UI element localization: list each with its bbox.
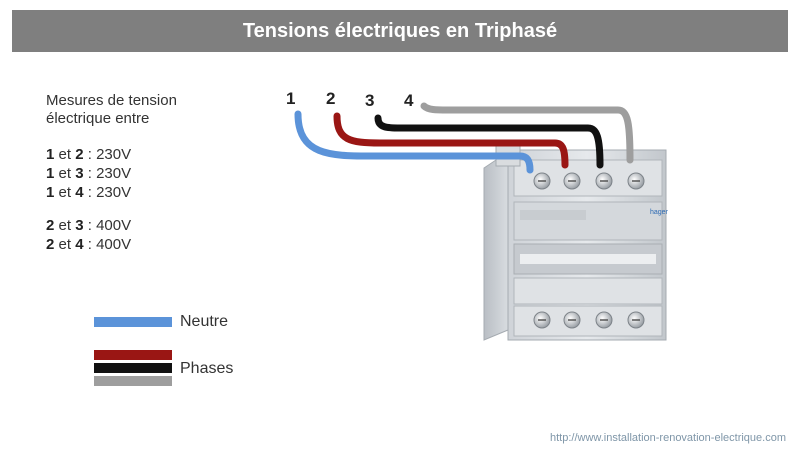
wire-label-3: 3 (365, 91, 374, 110)
measure-row: 2 et 4 : 400V (46, 236, 132, 253)
breaker-body: hager (483, 143, 669, 341)
measures-intro-line1: Mesures de tension (46, 92, 177, 109)
voltage-measures: Mesures de tension électrique entre 1 et… (46, 92, 266, 255)
measure-row: 2 et 3 : 400V (46, 217, 132, 234)
wire-label-4: 4 (404, 91, 414, 110)
legend-phase2-line (94, 363, 172, 373)
wire-phase-1 (333, 112, 569, 169)
measures-intro: Mesures de tension électrique entre (46, 92, 266, 128)
legend-neutral-label: Neutre (180, 313, 229, 330)
page-title: Tensions électriques en Triphasé (242, 19, 558, 42)
legend-neutral-line (94, 317, 172, 327)
legend-phases-label: Phases (180, 360, 234, 377)
wire-neutral (294, 110, 534, 174)
measure-row: 1 et 2 : 230V (46, 146, 132, 163)
brand-logo: hager (650, 209, 669, 216)
wire-label-1: 1 (286, 89, 295, 108)
measure-row: 1 et 3 : 230V (46, 165, 132, 182)
wire-phase-2 (374, 114, 604, 169)
bottom-terminals (533, 311, 645, 329)
measures-intro-line2: électrique entre (46, 110, 150, 127)
legend-phase1-line (94, 350, 172, 360)
wire-phase-3 (420, 102, 634, 164)
title-bar: Tensions électriques en Triphasé (12, 10, 788, 52)
top-terminals (533, 172, 645, 190)
measure-row: 1 et 4 : 230V (46, 184, 132, 201)
wire-label-2: 2 (326, 89, 335, 108)
source-url[interactable]: http://www.installation-renovation-elect… (549, 432, 786, 444)
legend-phase3-line (94, 376, 172, 386)
